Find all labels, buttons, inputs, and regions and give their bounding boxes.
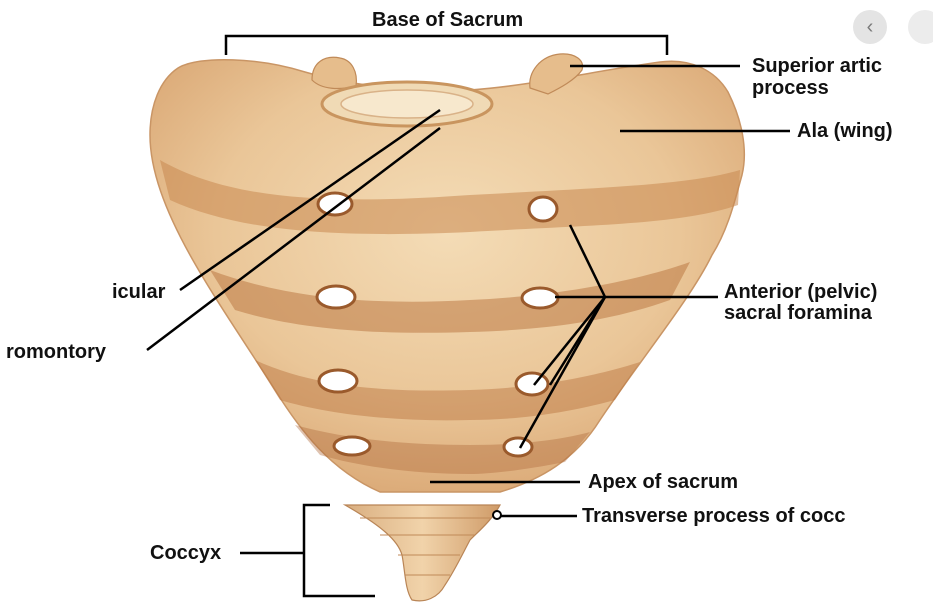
label-apex: Apex of sacrum xyxy=(588,470,738,494)
foramen-left-1 xyxy=(318,193,352,215)
foramen-left-2 xyxy=(317,286,355,308)
foramen-right-1 xyxy=(529,197,557,221)
label-coccyx: Coccyx xyxy=(150,541,221,565)
left-articular-process xyxy=(312,57,356,88)
coccyx-bracket xyxy=(304,505,375,596)
base-bracket xyxy=(226,36,667,55)
chevron-left-icon[interactable]: ‹ xyxy=(853,10,887,44)
label-promontory: romontory xyxy=(6,340,106,364)
label-base-of-sacrum: Base of Sacrum xyxy=(372,8,523,32)
foramen-right-3 xyxy=(516,373,548,395)
foramen-left-3 xyxy=(319,370,357,392)
foramen-left-4 xyxy=(334,437,370,455)
label-foramina-2: sacral foramina xyxy=(724,301,872,325)
label-superior-articular-1: Superior artic xyxy=(752,54,882,78)
foramen-right-2 xyxy=(522,288,558,308)
label-ala: Ala (wing) xyxy=(797,119,893,143)
transverse-marker xyxy=(493,511,501,519)
label-superior-articular-2: process xyxy=(752,76,829,100)
label-auricular: icular xyxy=(112,280,165,304)
coccyx-bone xyxy=(345,505,500,601)
label-transverse: Transverse process of cocc xyxy=(582,504,845,528)
foramen-right-4 xyxy=(504,438,532,456)
